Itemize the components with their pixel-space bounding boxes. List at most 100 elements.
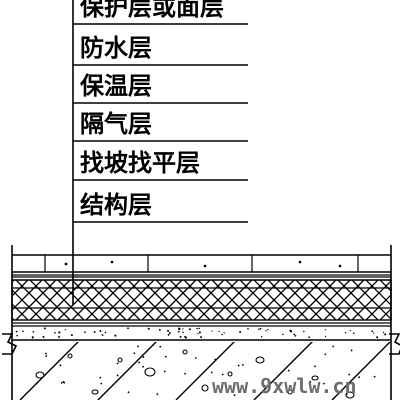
screed-dot <box>352 332 355 335</box>
structural-layer-drawing <box>19 342 391 400</box>
insulation-hatch-line <box>253 280 295 320</box>
slope-leveling-layer-drawing <box>12 327 391 341</box>
structure-hatch-line <box>175 342 235 400</box>
screed-dot <box>43 336 45 338</box>
screed-dot <box>177 330 180 333</box>
screed-dot <box>104 331 107 334</box>
screed-dot <box>58 331 61 334</box>
screed-dot <box>303 330 305 333</box>
label-waterproof-layer: 防水层 <box>80 34 152 62</box>
insulation-hatch-line <box>394 280 400 320</box>
insulation-hatch-line <box>267 280 309 320</box>
screed-dot <box>258 328 260 331</box>
watermark: www.9xwlw.cn <box>212 374 357 398</box>
screed-dot <box>16 334 18 337</box>
screed-dot <box>218 330 220 332</box>
aggregate-speck <box>324 353 327 356</box>
aggregate-speck <box>156 393 159 396</box>
screed-dot <box>259 327 262 330</box>
screed-dot <box>102 334 104 337</box>
aggregate-speck <box>142 365 144 368</box>
aggregate-pebble <box>182 349 188 355</box>
aggregate-pebble <box>35 371 45 379</box>
vapor-barrier-layer-drawing <box>12 322 391 327</box>
screed-dot <box>179 335 182 338</box>
label-vapor-barrier-layer: 隔气层 <box>80 110 152 138</box>
aggregate-speck <box>350 349 353 352</box>
aggregate-speck <box>60 381 63 384</box>
aggregate-speck <box>214 358 217 361</box>
screed-dot <box>44 327 46 330</box>
aggregate-pebble <box>91 389 99 395</box>
screed-dot <box>373 332 375 334</box>
aggregate-speck <box>184 372 186 375</box>
aggregate-speck <box>164 355 167 358</box>
aggregate-pebble <box>345 391 355 399</box>
screed-dot <box>239 331 242 333</box>
aggregate-pebble <box>67 353 73 359</box>
aggregate-speck <box>138 361 141 364</box>
screed-dot <box>324 335 327 338</box>
aggregate-speck <box>45 355 48 357</box>
screed-dot <box>32 330 35 333</box>
insulation-hatch-line <box>211 280 253 320</box>
structure-hatch-line <box>331 342 391 400</box>
screed-dot <box>267 328 269 331</box>
screed-dot <box>167 329 170 332</box>
insulation-hatch-line <box>15 280 57 320</box>
insulation-hatch-line <box>379 308 391 320</box>
insulation-hatch-line <box>197 280 239 320</box>
insulation-hatch-line <box>141 280 183 320</box>
screed-dot <box>282 333 284 336</box>
insulation-layer-drawing <box>11 279 400 321</box>
screed-dot <box>247 328 249 330</box>
insulation-hatch-line <box>239 280 281 320</box>
aggregate-speck <box>309 380 312 383</box>
insulation-hatch-line <box>281 280 323 320</box>
screed-dot <box>308 336 311 339</box>
screed-dot <box>382 331 385 334</box>
break-marks <box>2 333 400 355</box>
insulation-hatch-line <box>379 280 391 292</box>
screed-dot <box>22 330 24 333</box>
label-slope-leveling-layer: 找坡找平层 <box>80 149 200 177</box>
screed-dot <box>294 334 297 337</box>
screed-dot <box>127 327 129 330</box>
aggregate-speck <box>332 345 335 348</box>
screed-dot <box>99 329 102 332</box>
screed-dot <box>70 334 73 337</box>
structure-hatch-line <box>253 342 313 400</box>
screed-dot <box>54 331 56 334</box>
aggregate-speck <box>221 373 224 376</box>
aggregate-speck <box>373 375 376 378</box>
screed-dot <box>31 336 34 339</box>
aggregate-pebble <box>144 367 156 377</box>
aggregate-pebble <box>227 371 233 377</box>
screed-dot <box>293 333 296 336</box>
layer-labels: 保护层或面层 防水层 保温层 隔气层 找坡找平层 结构层 <box>79 0 224 219</box>
aggregate-pebble <box>255 356 265 364</box>
aggregate-speck <box>35 382 38 385</box>
aggregate-speck <box>159 345 162 348</box>
insulation-hatch-line <box>169 280 211 320</box>
insulation-hatch-line <box>12 303 29 320</box>
insulation-hatch-line <box>155 280 197 320</box>
insulation-hatch-line <box>85 280 127 320</box>
aggregate-speck <box>127 391 130 394</box>
aggregate-speck <box>163 370 166 373</box>
screed-dot <box>211 330 213 332</box>
screed-dot <box>371 330 374 333</box>
screed-dot <box>384 333 387 336</box>
aggregate-speck <box>137 345 139 348</box>
screed-dot <box>376 336 379 339</box>
aggregate-speck <box>241 364 244 366</box>
screed-dot <box>221 333 223 336</box>
insulation-hatch-line <box>127 280 169 320</box>
insulation-hatch-line <box>99 280 141 320</box>
insulation-hatch-line <box>323 280 365 320</box>
screed-dot <box>188 328 191 331</box>
aggregate-speck <box>133 352 136 355</box>
screed-dot <box>198 331 201 334</box>
screed-dot <box>200 336 203 339</box>
